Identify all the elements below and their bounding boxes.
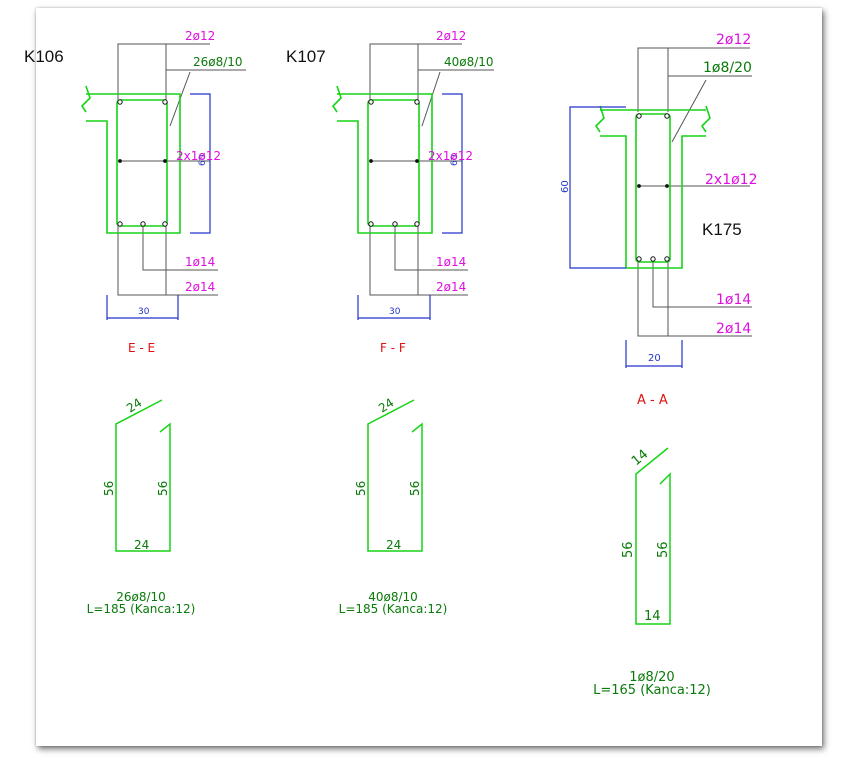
rebars-k107 bbox=[368, 99, 420, 227]
leader-lines-k107 bbox=[369, 43, 494, 296]
stirrup-shape-k106 bbox=[115, 399, 171, 552]
beam-title-k106: K106 bbox=[24, 47, 64, 66]
shape-right-k107: 56 bbox=[408, 481, 422, 496]
stirrup-shape-k175 bbox=[635, 447, 671, 625]
bottom-bar-2-k106: 2ø14 bbox=[185, 280, 215, 294]
height-dim-k106: 60 bbox=[198, 154, 208, 166]
summary-line1-k107: 40ø8/10 bbox=[368, 590, 418, 604]
shape-right-k106: 56 bbox=[156, 481, 170, 496]
dimension-lines-k106 bbox=[106, 93, 211, 320]
rebars-k106 bbox=[117, 99, 168, 227]
stirrup-label-k106: 26ø8/10 bbox=[193, 55, 243, 69]
bottom-bar-1-k175: 1ø14 bbox=[716, 292, 751, 308]
height-dim-k175: 60 bbox=[560, 180, 571, 193]
shape-left-k107: 56 bbox=[354, 481, 368, 496]
section-label-k106: E - E bbox=[128, 341, 155, 355]
stirrup-label-k107: 40ø8/10 bbox=[444, 55, 494, 69]
width-dim-k107: 30 bbox=[389, 307, 401, 317]
shape-bottom-k107: 24 bbox=[386, 538, 401, 552]
width-dim-k106: 30 bbox=[138, 307, 150, 317]
side-bars-k175: 2x1ø12 bbox=[705, 172, 757, 188]
bottom-bar-1-k106: 1ø14 bbox=[185, 255, 215, 269]
beam-title-k175: K175 bbox=[702, 220, 742, 239]
side-bars-k106: 2x1ø12 bbox=[176, 149, 221, 163]
shape-bottom-k106: 24 bbox=[134, 538, 149, 552]
shape-top-k106: 24 bbox=[124, 395, 144, 415]
shape-right-k175: 56 bbox=[656, 541, 671, 558]
dimension-lines-k107 bbox=[357, 93, 463, 320]
section-k107: K107 bbox=[286, 29, 494, 616]
top-bars-k106: 2ø12 bbox=[185, 29, 215, 43]
summary-line2-k107: L=185 (Kanca:12) bbox=[339, 602, 448, 616]
rebars-k175 bbox=[636, 113, 670, 262]
concrete-outline-k175 bbox=[594, 105, 711, 269]
summary-line2-k106: L=185 (Kanca:12) bbox=[87, 602, 196, 616]
shape-bottom-k175: 14 bbox=[644, 609, 661, 624]
side-bars-k107: 2x1ø12 bbox=[428, 149, 473, 163]
leader-lines-k175 bbox=[637, 47, 752, 337]
summary-line1-k175: 1ø8/20 bbox=[629, 670, 674, 685]
section-label-k175: A - A bbox=[637, 393, 668, 408]
shape-top-k107: 24 bbox=[376, 395, 396, 415]
beam-title-k107: K107 bbox=[286, 47, 326, 66]
stirrup-label-k175: 1ø8/20 bbox=[703, 60, 752, 76]
dimension-lines-k175 bbox=[569, 106, 683, 368]
section-k175: K175 bbox=[560, 32, 757, 698]
leader-lines-k106 bbox=[117, 43, 246, 296]
stirrup-leader-k107 bbox=[421, 71, 441, 127]
top-bars-k175: 2ø12 bbox=[716, 32, 751, 48]
summary-line1-k106: 26ø8/10 bbox=[116, 590, 166, 604]
bottom-bar-2-k175: 2ø14 bbox=[716, 321, 751, 337]
section-k106: K106 bbox=[24, 29, 246, 616]
shape-left-k106: 56 bbox=[102, 481, 116, 496]
section-label-k107: F - F bbox=[380, 341, 406, 355]
width-dim-k175: 20 bbox=[648, 353, 661, 364]
top-bars-k107: 2ø12 bbox=[436, 29, 466, 43]
bottom-bar-2-k107: 2ø14 bbox=[436, 280, 466, 294]
shape-top-k175: 14 bbox=[629, 447, 651, 469]
height-dim-k107: 60 bbox=[450, 154, 460, 166]
bottom-bar-1-k107: 1ø14 bbox=[436, 255, 466, 269]
summary-line2-k175: L=165 (Kanca:12) bbox=[593, 683, 711, 698]
shape-left-k175: 56 bbox=[621, 541, 636, 558]
stirrup-leader-k175 bbox=[671, 79, 707, 143]
stirrup-shape-k107 bbox=[367, 399, 423, 552]
